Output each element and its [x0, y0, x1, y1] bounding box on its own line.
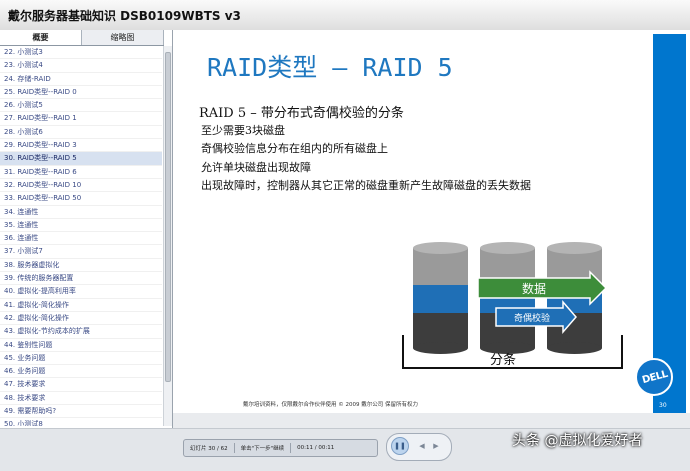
parity-arrow: 奇偶校验: [495, 299, 577, 335]
disk-1: [413, 242, 468, 354]
previous-icon: ◀: [419, 442, 425, 450]
bullet-item: 奇偶校验信息分布在组内的所有磁盘上: [201, 142, 388, 156]
outline-item[interactable]: 42. 虚拟化-简化操作: [0, 312, 162, 326]
outline-item[interactable]: 30. RAID类型--RAID 5: [0, 152, 162, 166]
outline-item[interactable]: 45. 业务问题: [0, 352, 162, 366]
bullet-item: 至少需要3块磁盘: [201, 124, 285, 137]
dell-logo-text: DELL: [641, 368, 669, 387]
outline-item[interactable]: 44. 鉴别性问题: [0, 339, 162, 352]
outline-item[interactable]: 39. 传统的服务器配置: [0, 272, 162, 286]
stripe-label: 分条: [490, 352, 516, 368]
outline-item[interactable]: 34. 连通性: [0, 206, 162, 219]
outline-item[interactable]: 32. RAID类型--RAID 10: [0, 179, 162, 193]
slide-canvas: RAID类型 – RAID 5 RAID 5 – 带分布式奇偶校验的分条 至少需…: [173, 30, 690, 413]
outline-item[interactable]: 40. 虚拟化-提高利用率: [0, 285, 162, 299]
tab-outline[interactable]: 概要: [0, 30, 82, 45]
watermark: 头条 @虚拟化爱好者: [512, 433, 643, 449]
bullet-item: 出现故障时，控制器从其它正常的磁盘重新产生故障磁盘的丢失数据: [201, 178, 531, 192]
slide-page-number: 30: [659, 402, 667, 409]
outline-item[interactable]: 43. 虚拟化-节约成本的扩展: [0, 325, 162, 339]
window-title: 戴尔服务器基础知识 DSB0109WBTS v3: [8, 9, 241, 23]
outline-item[interactable]: 28. 小测试6: [0, 126, 162, 140]
status-hint: 单击"下一步"继续: [240, 446, 285, 452]
title-bar: 戴尔服务器基础知识 DSB0109WBTS v3: [0, 0, 690, 31]
divider: [233, 443, 235, 453]
outline-item[interactable]: 48. 技术要求: [0, 392, 162, 406]
scrollbar[interactable]: [163, 46, 172, 426]
raid5-diagram: 数据 奇偶校验 分条: [402, 242, 623, 369]
sidebar-tabs: 概要 缩略图: [0, 30, 164, 46]
outline-item[interactable]: 24. 存储-RAID: [0, 73, 162, 86]
bullet-item: 允许单块磁盘出现故障: [201, 160, 311, 174]
playback-time: 00:11 / 00:11: [297, 445, 335, 451]
outline-item[interactable]: 29. RAID类型--RAID 3: [0, 139, 162, 153]
slide-footer: 戴尔培训资料，仅限戴尔合作伙伴使用 © 2009 戴尔公司 保留所有权力: [243, 402, 418, 408]
outline-item[interactable]: 23. 小测试4: [0, 59, 162, 73]
tab-thumbnails[interactable]: 缩略图: [82, 30, 164, 45]
outline-item[interactable]: 49. 需要帮助吗?: [0, 405, 162, 419]
outline-item[interactable]: 38. 服务器虚拟化: [0, 259, 162, 273]
parity-arrow-label: 奇偶校验: [514, 312, 550, 324]
outline-item[interactable]: 36. 连通性: [0, 232, 162, 246]
status-panel: 幻灯片 30 / 62 单击"下一步"继续 00:11 / 00:11: [183, 439, 378, 457]
scroll-thumb[interactable]: [165, 52, 171, 382]
outline-item[interactable]: 46. 业务问题: [0, 365, 162, 379]
outline-item[interactable]: 27. RAID类型--RAID 1: [0, 112, 162, 126]
data-arrow: 数据: [477, 270, 608, 306]
previous-button[interactable]: ◀: [417, 441, 427, 452]
outline-item[interactable]: 31. RAID类型--RAID 6: [0, 166, 162, 179]
outline-item[interactable]: 22. 小测试3: [0, 46, 162, 60]
slide-counter: 幻灯片 30 / 62: [190, 446, 228, 452]
stripe-bracket: [402, 335, 623, 369]
divider: [290, 443, 292, 453]
outline-item[interactable]: 26. 小测试5: [0, 99, 162, 113]
outline-item[interactable]: 47. 技术要求: [0, 378, 162, 392]
outline-item[interactable]: 33. RAID类型--RAID 50: [0, 192, 162, 206]
data-arrow-label: 数据: [522, 281, 546, 296]
slide-accent-bar: [653, 34, 686, 413]
next-button[interactable]: ▶: [431, 441, 441, 452]
outline-item[interactable]: 35. 连通性: [0, 219, 162, 233]
slide-title: RAID类型 – RAID 5: [207, 53, 453, 82]
pause-button[interactable]: ❚❚: [391, 437, 409, 455]
playback-controls: ❚❚ ◀ ▶: [386, 433, 452, 461]
next-icon: ▶: [433, 442, 439, 450]
bullet-list: 至少需要3块磁盘 奇偶校验信息分布在组内的所有磁盘上 允许单块磁盘出现故障 出现…: [201, 124, 581, 197]
outline-item[interactable]: 37. 小测试7: [0, 245, 162, 259]
pause-icon: ❚❚: [394, 442, 406, 450]
outline-item[interactable]: 25. RAID类型--RAID 0: [0, 86, 162, 100]
player-controls-bar: 幻灯片 30 / 62 单击"下一步"继续 00:11 / 00:11 ❚❚ ◀…: [0, 428, 690, 471]
outline-item[interactable]: 50. 小测试8: [0, 418, 162, 426]
dell-logo: DELL: [635, 358, 673, 396]
outline-item[interactable]: 41. 虚拟化-简化操作: [0, 299, 162, 312]
slide-heading: RAID 5 – 带分布式奇偶校验的分条: [199, 106, 404, 121]
